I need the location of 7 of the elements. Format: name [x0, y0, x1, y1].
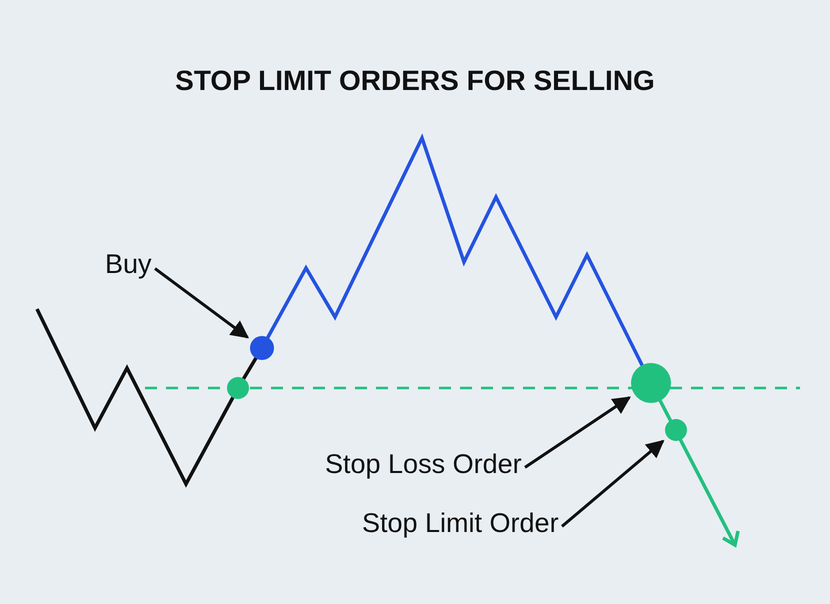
title: STOP LIMIT ORDERS FOR SELLING: [174, 64, 656, 98]
arrow: [561, 440, 664, 528]
annotation-label: Stop Limit Order: [362, 506, 562, 540]
arrow: [154, 267, 249, 338]
annotation-label: Buy: [105, 247, 155, 283]
annotation-label: Stop Loss Order: [325, 447, 525, 481]
arrow: [524, 396, 631, 469]
